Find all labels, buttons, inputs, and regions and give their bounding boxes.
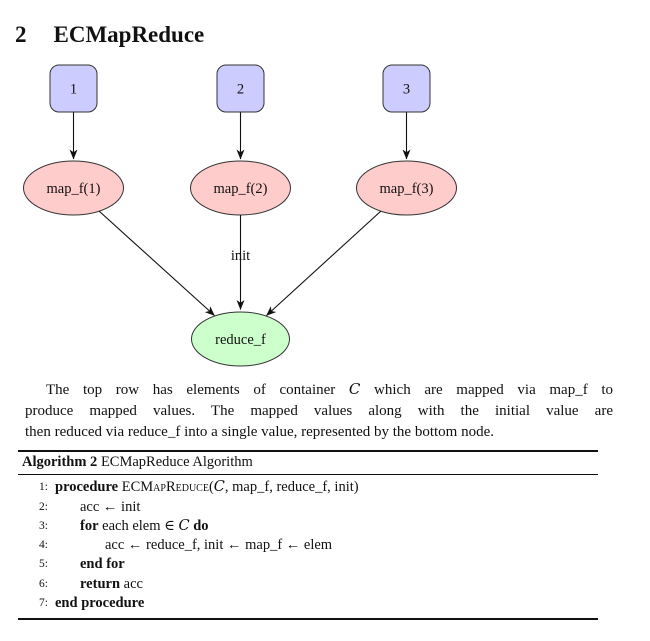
paragraph-line-3: then reduced via reduce_f into a single … [25, 424, 494, 440]
algorithm-body: 1: procedure ECMapReduce(C, map_f, reduc… [18, 475, 598, 618]
container-element-box-1 [49, 64, 98, 113]
algorithm-top-rule [18, 450, 598, 452]
box1-label: 1 [70, 82, 77, 98]
box2-label: 2 [237, 82, 244, 98]
code-text: acc [120, 575, 143, 592]
line-content: return acc [55, 575, 143, 594]
section-number: 2 [15, 22, 27, 47]
algorithm-block: Algorithm 2 ECMapReduce Algorithm 1: pro… [18, 450, 598, 620]
description-paragraph: The top row has elements of container C … [25, 379, 613, 443]
line-content: acc ← init [55, 498, 140, 517]
paragraph-line-1: The top row has elements of container C … [25, 379, 613, 401]
edge-map3-to-reduce [266, 210, 382, 316]
line-content: for each elem ∈ C do [55, 517, 209, 536]
algorithm-line-4: 4: acc ← reduce_f, init ← map_f ← elem [18, 536, 598, 555]
algorithm-line-1: 1: procedure ECMapReduce(C, map_f, reduc… [18, 478, 598, 497]
algorithm-line-7: 7: end procedure [18, 594, 598, 613]
line-number: 6: [39, 577, 48, 590]
code-text: each elem ∈ [98, 517, 179, 534]
algorithm-line-3: 3: for each elem ∈ C do [18, 517, 598, 536]
algorithm-header-rule [18, 474, 598, 476]
line-number: 3: [39, 519, 48, 532]
map3-label: map_f(3) [380, 181, 434, 197]
map-node-1 [23, 160, 124, 216]
procedure-name: ECMapReduce [121, 479, 209, 496]
line-number: 4: [39, 539, 48, 552]
algorithm-caption-title: ECMapReduce Algorithm [97, 454, 253, 470]
init-edge-label: init [231, 248, 250, 264]
keyword-for: for [80, 517, 99, 534]
code-text: ( [208, 479, 214, 496]
keyword-procedure: procedure [55, 479, 122, 496]
section-title: ECMapReduce [53, 22, 205, 47]
keyword-end-for: end for [80, 556, 125, 573]
container-element-box-3 [382, 64, 431, 113]
map1-label: map_f(1) [47, 181, 101, 197]
algorithm-line-6: 6: return acc [18, 575, 598, 594]
paragraph-line-2: produce mapped values. The mapped values… [25, 403, 613, 419]
algorithm-caption: Algorithm 2 ECMapReduce Algorithm [18, 452, 598, 474]
line-content: procedure ECMapReduce(C, map_f, reduce_f… [55, 478, 359, 497]
box3-label: 3 [403, 82, 410, 98]
code-text: acc ← init [80, 498, 141, 515]
script-c-symbol: C [178, 517, 190, 534]
keyword-end-procedure: end procedure [55, 595, 145, 612]
keyword-return: return [80, 575, 121, 592]
map2-label: map_f(2) [214, 181, 268, 197]
paragraph-text: which are mapped via map_f to [360, 382, 613, 398]
map-node-3 [356, 160, 457, 216]
paragraph-text: The top row has elements of container [46, 382, 349, 398]
line-number: 5: [39, 558, 48, 571]
script-c-symbol: C [213, 479, 225, 496]
code-text: acc ← reduce_f, init ← map_f ← elem [105, 537, 333, 554]
code-text: , map_f, reduce_f, init) [224, 479, 359, 496]
line-number: 7: [39, 597, 48, 610]
section-heading: 2 ECMapReduce [15, 23, 204, 46]
algorithm-line-2: 2: acc ← init [18, 498, 598, 517]
reduce-label: reduce_f [215, 332, 266, 348]
script-c-symbol: C [348, 380, 361, 398]
algorithm-caption-number: Algorithm 2 [22, 454, 98, 470]
line-number: 1: [39, 481, 48, 494]
line-content: end procedure [55, 594, 144, 613]
container-element-box-2 [216, 64, 265, 113]
algorithm-bottom-rule [18, 618, 598, 620]
edge-map1-to-reduce [98, 210, 215, 316]
algorithm-line-5: 5: end for [18, 555, 598, 574]
line-content: acc ← reduce_f, init ← map_f ← elem [55, 536, 332, 555]
line-number: 2: [39, 500, 48, 513]
keyword-do: do [189, 517, 209, 534]
mapreduce-diagram: 1 2 3 map_f(1) map_f(2) map_f(3) reduce_… [23, 64, 457, 367]
line-content: end for [55, 555, 125, 574]
reduce-node [191, 311, 290, 367]
